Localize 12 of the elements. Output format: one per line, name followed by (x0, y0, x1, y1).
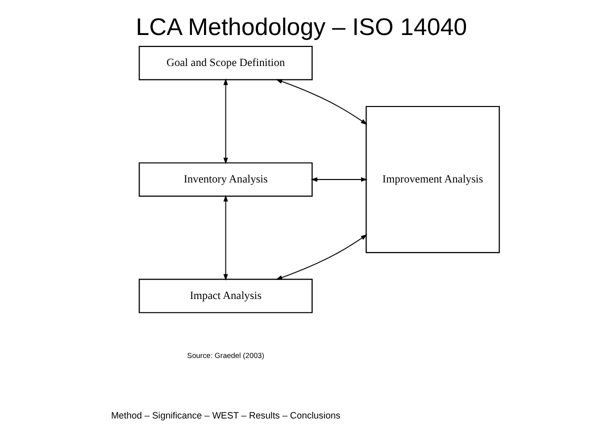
node-box: Inventory Analysis (138, 162, 312, 197)
node-box: Goal and Scope Definition (138, 46, 312, 80)
node-box: Improvement Analysis (365, 106, 500, 254)
label: Method – Significance – WEST – Results – Conclusions (110, 410, 340, 420)
label: Source: Graedel (2003) (186, 350, 264, 360)
arrow (222, 194, 228, 281)
node-box: Impact Analysis (138, 278, 312, 314)
diagram-title: LCA Methodology – ISO 14040 (135, 14, 467, 42)
arrow (222, 78, 228, 164)
arrow (310, 177, 368, 182)
arrow (275, 234, 367, 280)
arrow (275, 79, 367, 125)
